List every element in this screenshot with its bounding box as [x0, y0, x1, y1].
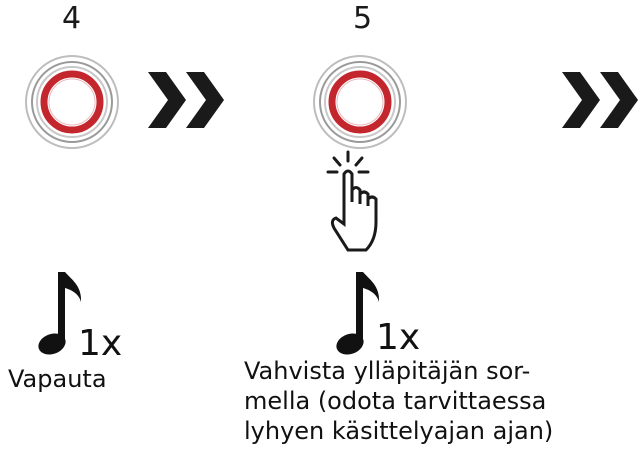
- double-chevron-right-icon: [562, 72, 640, 128]
- fingerprint-sensor-icon: [310, 52, 410, 152]
- step-number: 5: [353, 1, 373, 36]
- step-5: 5 1x Vahvista ylläpit: [220, 0, 580, 451]
- music-note-icon: [32, 268, 82, 358]
- step-caption: Vahvista ylläpitäjän sor- mella (odota t…: [244, 357, 554, 445]
- music-note-icon: [330, 268, 380, 358]
- step-caption: Vapauta: [8, 365, 107, 393]
- double-chevron-right-icon: [148, 72, 226, 128]
- repeat-count: 1x: [376, 317, 421, 358]
- finger-tap-icon: [326, 150, 392, 254]
- step-4: 4 1x Vapauta: [0, 0, 200, 451]
- fingerprint-sensor-icon: [22, 52, 122, 152]
- repeat-count: 1x: [78, 323, 123, 364]
- step-number: 4: [62, 1, 82, 36]
